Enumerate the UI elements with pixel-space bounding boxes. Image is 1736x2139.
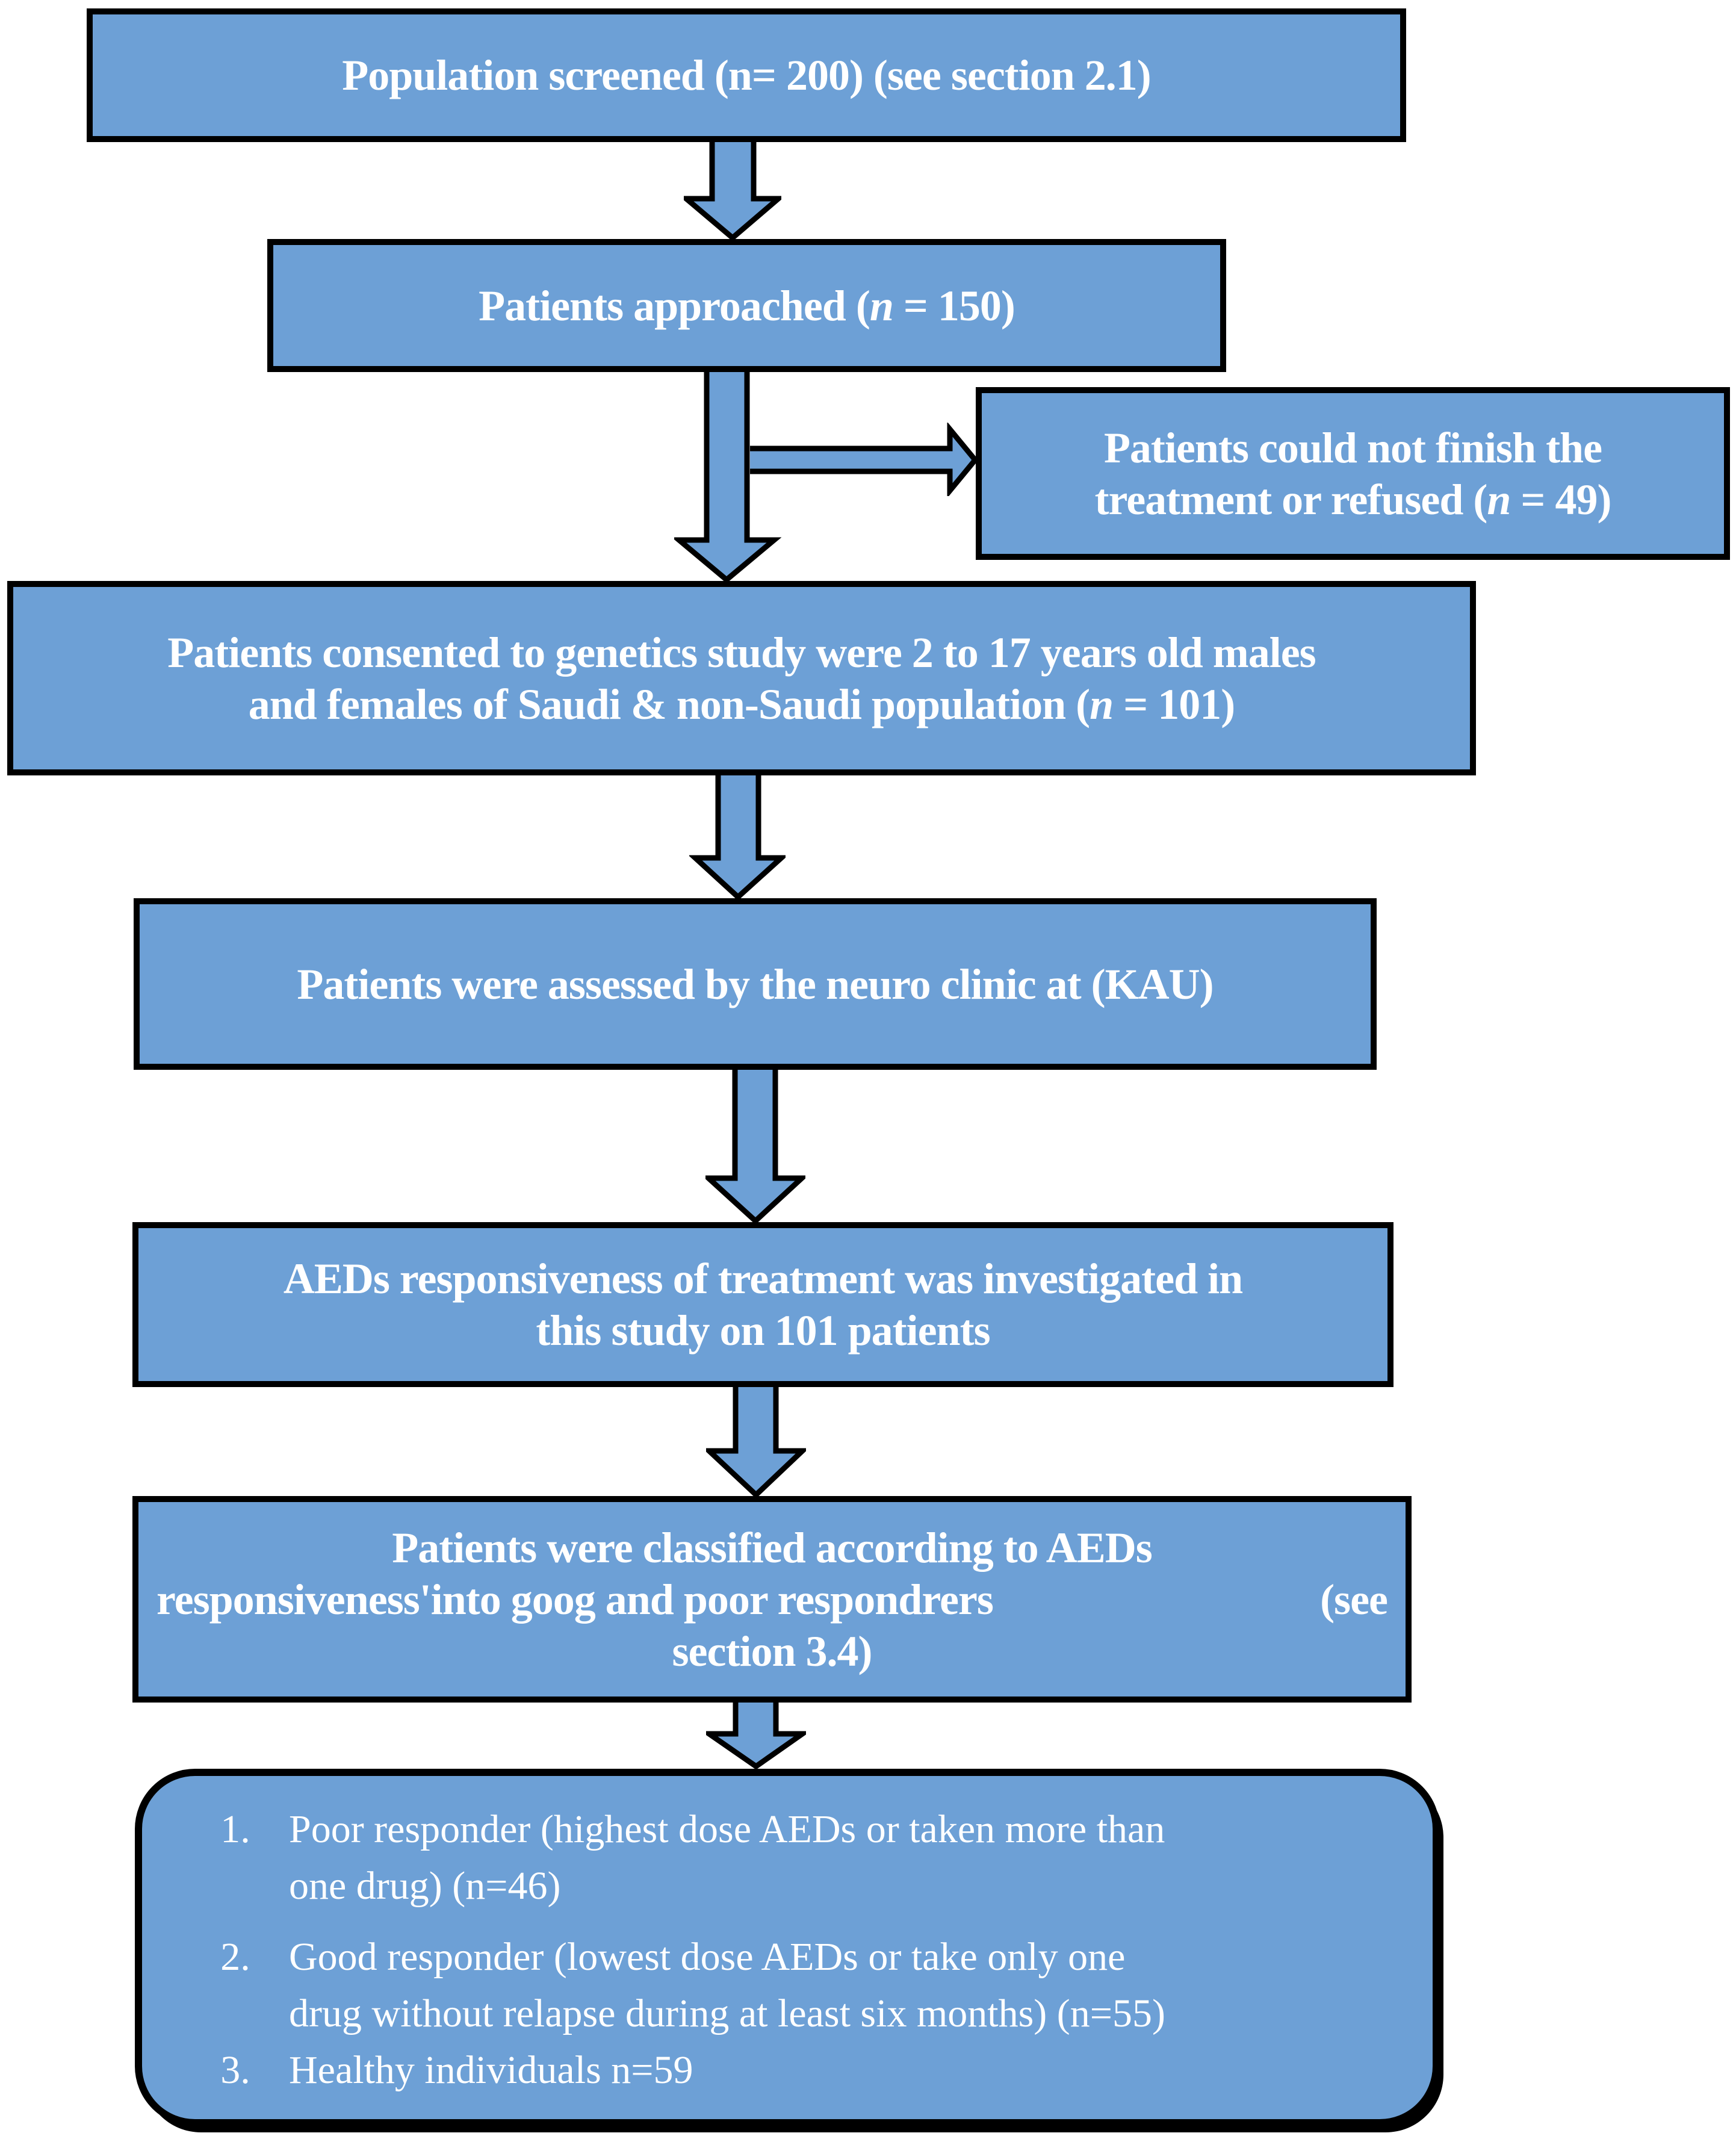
box-population-screened: Population screened (n= 200) (see sectio… [87, 8, 1406, 142]
box-outcomes: 1. Poor responder (highest dose AEDs or … [135, 1769, 1440, 2126]
arrow-down-2-icon [674, 372, 782, 583]
list-item-number: 1. [220, 1807, 250, 1851]
arrow-down-4-icon [705, 1067, 805, 1223]
list-item-text: Healthy individuals n=59 [289, 2042, 1403, 2099]
box-consented-line1: Patients consented to genetics study wer… [167, 628, 1316, 677]
list-item-poor-responder: 1. Poor responder (highest dose AEDs or … [142, 1801, 1403, 1914]
list-item-line: one drug) (n=46) [289, 1864, 561, 1908]
list-item-text: Good responder (lowest dose AEDs or take… [289, 1929, 1403, 2042]
box-could-not-finish: Patients could not finish the treatment … [976, 387, 1730, 560]
box-consented: Patients consented to genetics study wer… [7, 581, 1476, 775]
box-assessed-text: Patients were assessed by the neuro clin… [297, 960, 1214, 1008]
list-item-line: Good responder (lowest dose AEDs or take… [289, 1935, 1126, 1979]
box-aeds-investigated-line2: this study on 101 patients [536, 1306, 990, 1355]
arrow-down-6-icon [706, 1700, 806, 1769]
box-patients-approached: Patients approached (n = 150) [267, 239, 1226, 372]
box-assessed: Patients were assessed by the neuro clin… [134, 898, 1377, 1070]
list-item-line: drug without relapse during at least six… [289, 1992, 1165, 2035]
box-consented-line2: and females of Saudi & non-Saudi populat… [248, 680, 1235, 728]
box-classified-line2-right: (see [1320, 1575, 1388, 1624]
box-classified: Patients were classified according to AE… [132, 1496, 1412, 1703]
arrow-down-5-icon [706, 1385, 806, 1497]
list-item-healthy-individuals: 3. Healthy individuals n=59 [142, 2042, 1403, 2099]
list-item-good-responder: 2. Good responder (lowest dose AEDs or t… [142, 1929, 1403, 2042]
box-classified-line1: Patients were classified according to AE… [392, 1523, 1153, 1572]
box-classified-line3: section 3.4) [672, 1627, 873, 1675]
box-population-screened-text: Population screened (n= 200) (see sectio… [342, 51, 1152, 99]
list-item-number: 2. [220, 1935, 250, 1979]
box-could-not-finish-line1: Patients could not finish the [1103, 423, 1602, 472]
list-item-number: 3. [220, 2048, 250, 2092]
box-aeds-investigated: AEDs responsiveness of treatment was inv… [132, 1222, 1393, 1387]
box-classified-line2: responsiveness'into goog and poor respon… [138, 1574, 1406, 1625]
box-classified-line2-left: responsiveness'into goog and poor respon… [157, 1575, 994, 1624]
box-patients-approached-text: Patients approached (n = 150) [479, 281, 1015, 330]
arrow-down-1-icon [684, 140, 781, 241]
list-item-text: Poor responder (highest dose AEDs or tak… [289, 1801, 1403, 1914]
arrow-right-branch-icon [750, 423, 979, 496]
box-could-not-finish-line2: treatment or refused (n = 49) [1094, 475, 1612, 524]
box-aeds-investigated-line1: AEDs responsiveness of treatment was inv… [283, 1255, 1243, 1303]
list-item-line: Poor responder (highest dose AEDs or tak… [289, 1807, 1165, 1851]
list-item-line: Healthy individuals n=59 [289, 2048, 693, 2092]
arrow-down-3-icon [689, 773, 786, 899]
